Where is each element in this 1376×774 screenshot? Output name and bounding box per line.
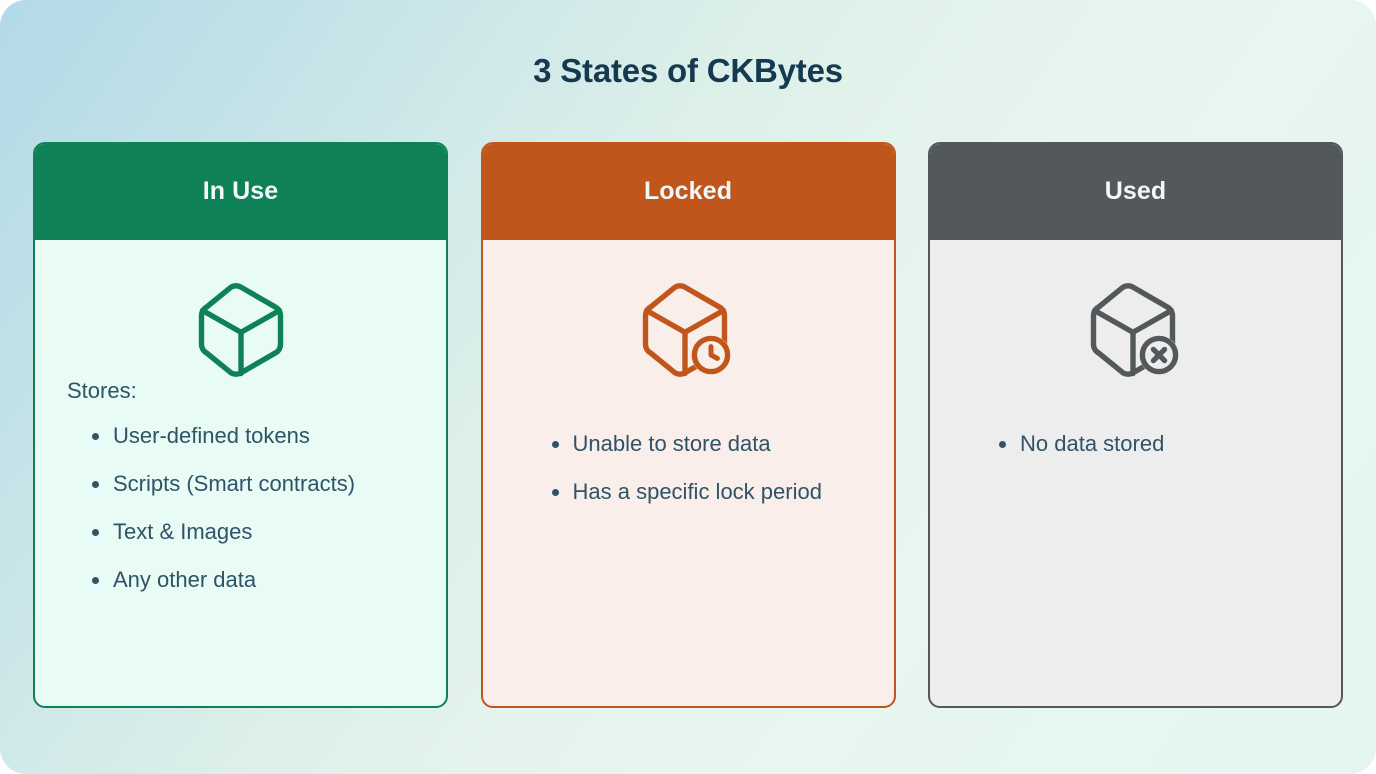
list-item: Scripts (Smart contracts)	[92, 460, 416, 508]
stores-label: Stores:	[67, 378, 137, 403]
card-locked-bullets: Unable to store data Has a specific lock…	[525, 420, 864, 516]
list-item: Any other data	[92, 556, 416, 604]
card-locked: Locked Unable to store data	[480, 142, 896, 708]
card-in-use: In Use Stores: User-defined tokens Scrip…	[33, 142, 448, 708]
card-used-header: Used	[930, 144, 1341, 240]
cube-x-icon	[930, 283, 1341, 377]
card-used-content: No data stored	[930, 420, 1341, 468]
card-in-use-header: In Use	[35, 144, 446, 240]
list-item: Has a specific lock period	[551, 468, 864, 516]
card-used: Used No data stored	[928, 142, 1343, 708]
card-in-use-body: Stores: User-defined tokens Scripts (Sma…	[35, 240, 446, 706]
card-locked-body: Unable to store data Has a specific lock…	[483, 240, 894, 706]
card-used-body: No data stored	[930, 240, 1341, 706]
cube-clock-icon	[483, 283, 894, 377]
cube-icon	[35, 283, 446, 377]
page-title: 3 States of CKBytes	[533, 52, 843, 89]
card-locked-content: Unable to store data Has a specific lock…	[483, 420, 894, 516]
list-item: Text & Images	[92, 508, 416, 556]
list-item: No data stored	[999, 420, 1311, 468]
card-locked-header: Locked	[482, 144, 894, 240]
card-in-use-bullets: User-defined tokens Scripts (Smart contr…	[65, 412, 416, 604]
list-item: User-defined tokens	[92, 412, 416, 460]
card-used-bullets: No data stored	[972, 420, 1311, 468]
card-in-use-content: Stores: User-defined tokens Scripts (Sma…	[35, 378, 446, 604]
card-locked-title: Locked	[643, 176, 733, 205]
list-item: Unable to store data	[551, 420, 864, 468]
cards-row: In Use Stores: User-defined tokens Scrip…	[33, 142, 1343, 708]
card-used-title: Used	[1104, 176, 1167, 205]
card-in-use-title: In Use	[202, 176, 279, 205]
